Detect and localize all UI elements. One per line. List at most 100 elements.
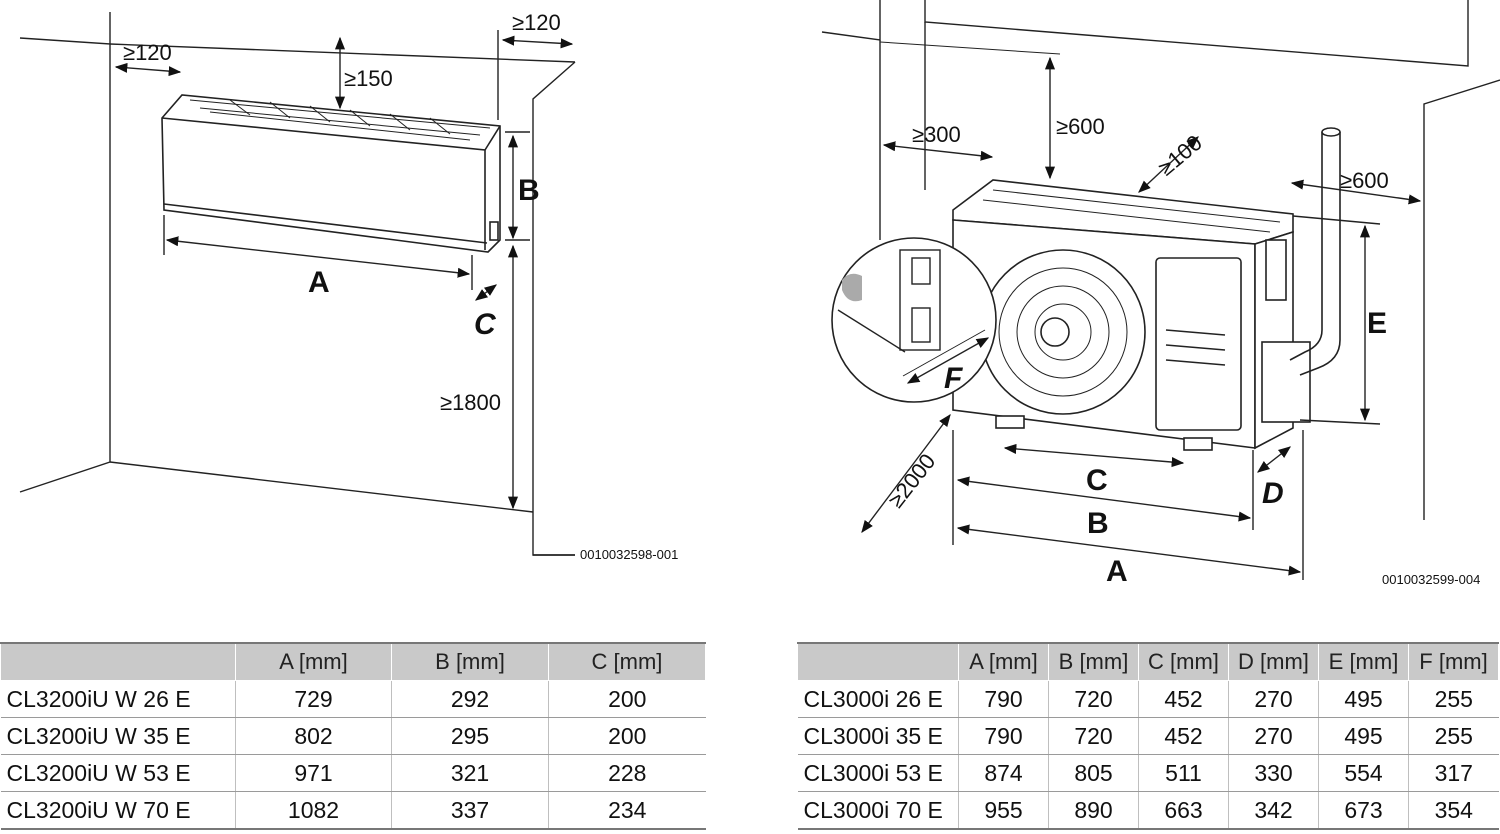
value-b: 292 [391, 680, 549, 718]
model-name: CL3200iU W 53 E [0, 754, 236, 792]
value-b: 295 [391, 717, 549, 755]
wall-left-top [821, 0, 881, 41]
foot-detail-inset [831, 237, 997, 403]
value-e: 495 [1318, 680, 1409, 718]
indoor-clear-top: ≥150 [344, 66, 393, 91]
table-row: CL3200iU W 70 E 1082 337 234 [0, 791, 706, 830]
outdoor-clear-top: ≥600 [1056, 114, 1105, 139]
value-e: 495 [1318, 717, 1409, 755]
model-name: CL3000i 53 E [797, 754, 959, 792]
value-a: 971 [235, 754, 392, 792]
value-e: 554 [1318, 754, 1409, 792]
floor-line [109, 461, 534, 513]
indoor-label-a: A [308, 266, 330, 299]
value-f: 354 [1408, 791, 1499, 830]
indoor-unit [161, 94, 501, 253]
outdoor-clear-front: ≥2000 [883, 449, 940, 512]
value-a: 802 [235, 717, 392, 755]
wall-left-corner [19, 44, 111, 493]
indoor-dimensions-table: A [mm] B [mm] C [mm] CL3200iU W 26 E 729… [0, 642, 706, 830]
header-d: D [mm] [1228, 642, 1319, 681]
outdoor-clear-right: ≥600 [1340, 168, 1389, 193]
wall-left-upper [19, 12, 111, 45]
indoor-label-c: C [474, 308, 497, 341]
header-c: C [mm] [1138, 642, 1229, 681]
wall-back-top [924, 0, 1469, 67]
header-model [0, 642, 236, 681]
model-name: CL3000i 35 E [797, 717, 959, 755]
value-b: 890 [1048, 791, 1139, 830]
outdoor-dimensions-table: A [mm] B [mm] C [mm] D [mm] E [mm] F [mm… [797, 642, 1499, 830]
value-a: 874 [958, 754, 1049, 792]
indoor-clear-left: ≥120 [123, 40, 172, 65]
value-d: 342 [1228, 791, 1319, 830]
value-d: 270 [1228, 717, 1319, 755]
value-c: 228 [548, 754, 706, 792]
model-name: CL3000i 70 E [797, 791, 959, 830]
header-b: B [mm] [1048, 642, 1139, 681]
value-f: 255 [1408, 680, 1499, 718]
value-a: 955 [958, 791, 1049, 830]
table-row: CL3000i 26 E 790 720 452 270 495 255 [797, 680, 1499, 718]
table-row: CL3200iU W 35 E 802 295 200 [0, 717, 706, 755]
header-a: A [mm] [235, 642, 392, 681]
outdoor-unit-drawing [821, 0, 1500, 580]
table-row: CL3000i 53 E 874 805 511 330 554 317 [797, 754, 1499, 792]
header-model [797, 642, 959, 681]
value-a: 729 [235, 680, 392, 718]
indoor-height-floor: ≥1800 [440, 390, 501, 415]
table-header-row: A [mm] B [mm] C [mm] [0, 642, 706, 681]
wall-right [532, 61, 576, 556]
value-b: 805 [1048, 754, 1139, 792]
value-c: 452 [1138, 717, 1229, 755]
table-row: CL3000i 70 E 955 890 663 342 673 354 [797, 791, 1499, 830]
value-d: 270 [1228, 680, 1319, 718]
outdoor-clear-left: ≥300 [912, 122, 961, 147]
outdoor-label-e: E [1367, 307, 1387, 340]
indoor-label-b: B [518, 174, 540, 207]
value-a: 790 [958, 717, 1049, 755]
outdoor-label-a: A [1106, 555, 1128, 588]
model-name: CL3200iU W 26 E [0, 680, 236, 718]
table-row: CL3200iU W 26 E 729 292 200 [0, 680, 706, 718]
outdoor-label-c: C [1086, 464, 1108, 497]
table-row: CL3000i 35 E 790 720 452 270 495 255 [797, 717, 1499, 755]
value-c: 200 [548, 680, 706, 718]
table-header-row: A [mm] B [mm] C [mm] D [mm] E [mm] F [mm… [797, 642, 1499, 681]
value-e: 673 [1318, 791, 1409, 830]
header-e: E [mm] [1318, 642, 1409, 681]
value-a: 1082 [235, 791, 392, 830]
header-a: A [mm] [958, 642, 1049, 681]
header-b: B [mm] [391, 642, 549, 681]
value-f: 317 [1408, 754, 1499, 792]
value-c: 234 [548, 791, 706, 830]
outdoor-ref-code: 0010032599-004 [1382, 572, 1480, 587]
outdoor-label-b: B [1087, 507, 1109, 540]
model-name: CL3200iU W 35 E [0, 717, 236, 755]
value-b: 720 [1048, 717, 1139, 755]
indoor-clear-right: ≥120 [512, 10, 561, 35]
value-b: 321 [391, 754, 549, 792]
model-name: CL3200iU W 70 E [0, 791, 236, 830]
indoor-ref-code: 0010032598-001 [580, 547, 678, 562]
value-b: 720 [1048, 680, 1139, 718]
header-c: C [mm] [548, 642, 706, 681]
installation-diagram: ≥120 ≥150 ≥120 ≥1800 B A C 0010032598-00… [19, 0, 1500, 588]
value-c: 200 [548, 717, 706, 755]
outdoor-unit [952, 127, 1341, 451]
outdoor-label-f: F [944, 362, 963, 395]
value-d: 330 [1228, 754, 1319, 792]
value-c: 452 [1138, 680, 1229, 718]
indoor-dimension-labels: ≥120 ≥150 ≥120 ≥1800 B A C 0010032598-00… [123, 10, 678, 562]
value-b: 337 [391, 791, 549, 830]
value-c: 511 [1138, 754, 1229, 792]
value-a: 790 [958, 680, 1049, 718]
table-row: CL3200iU W 53 E 971 321 228 [0, 754, 706, 792]
indoor-unit-drawing [19, 12, 576, 556]
model-name: CL3000i 26 E [797, 680, 959, 718]
value-c: 663 [1138, 791, 1229, 830]
wall-right [1423, 79, 1500, 520]
ceiling-line [109, 43, 576, 63]
outdoor-label-d: D [1262, 477, 1284, 510]
value-f: 255 [1408, 717, 1499, 755]
